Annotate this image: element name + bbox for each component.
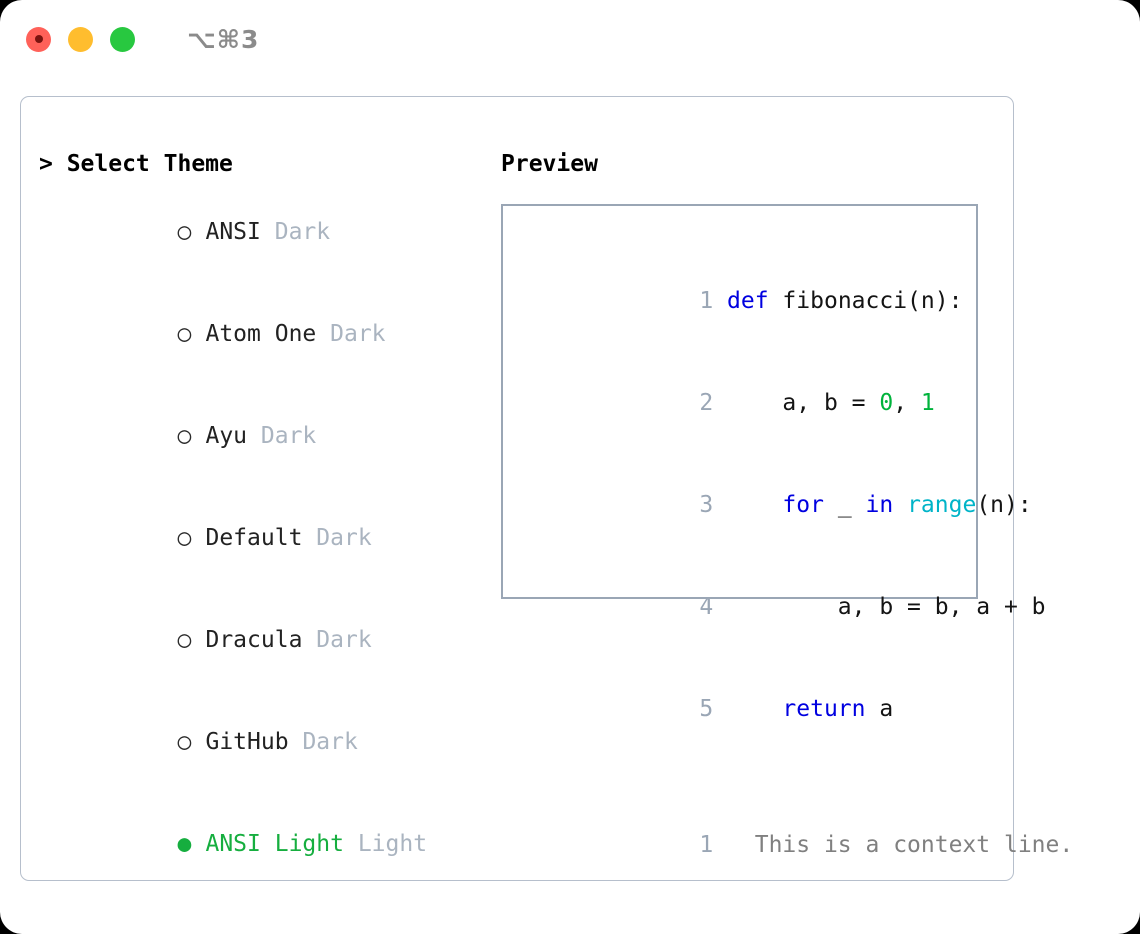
theme-name: Ayu	[205, 423, 248, 449]
code-line: 5 return a	[521, 658, 976, 760]
theme-name: Dracula	[205, 627, 303, 653]
theme-name: GitHub	[205, 729, 289, 755]
code-token: (n):	[976, 492, 1032, 518]
code-line: 1 def fibonacci(n):	[521, 250, 976, 352]
theme-variant: Dark	[316, 525, 372, 551]
keyboard-shortcut-label: ⌥⌘3	[187, 24, 260, 54]
theme-name: ANSI	[205, 219, 261, 245]
theme-variant: Dark	[316, 627, 372, 653]
preview-divider-space	[521, 760, 976, 794]
theme-item[interactable]: ○ Default Dark	[39, 487, 489, 589]
radio-off-icon: ○	[177, 525, 192, 551]
close-button[interactable]	[26, 26, 51, 52]
code-token: fibonacci(n):	[768, 288, 963, 314]
theme-selection-column: > Select Theme ○ ANSI Dark ○ Atom One Dark…	[39, 147, 489, 934]
diff-text: This is a context line.	[754, 832, 1074, 858]
theme-variant: Light	[357, 831, 428, 857]
theme-item[interactable]: ○ Ayu Dark	[39, 385, 489, 487]
code-token: a, b = b, a + b	[713, 594, 1046, 620]
code-token	[713, 492, 782, 518]
code-token: _	[823, 492, 866, 518]
theme-item[interactable]: ○ ANSI Dark	[39, 181, 489, 283]
theme-item[interactable]: ○Ayu Light Light	[39, 895, 489, 934]
line-number: 5	[699, 696, 714, 722]
code-token	[713, 288, 727, 314]
theme-name: ANSI Light	[205, 831, 344, 857]
code-token	[893, 492, 907, 518]
diff-line-deleted: 2 - This line was deleted.	[521, 896, 976, 934]
main-panel: > Select Theme ○ ANSI Dark ○ Atom One Dark…	[20, 96, 1073, 934]
theme-item[interactable]: ○ GitHub Dark	[39, 691, 489, 793]
theme-variant: Dark	[302, 729, 358, 755]
code-token: a	[865, 696, 894, 722]
line-number: 1	[699, 832, 714, 858]
radio-off-icon: ○	[177, 627, 192, 653]
theme-name: Atom One	[205, 321, 317, 347]
preview-heading: Preview	[501, 151, 598, 177]
code-line: 2 a, b = 0, 1	[521, 352, 976, 454]
theme-item[interactable]: ○ Atom One Dark	[39, 283, 489, 385]
radio-off-icon: ○	[177, 219, 192, 245]
radio-off-icon: ○	[177, 929, 205, 934]
code-token: a, b =	[713, 390, 880, 416]
title-bar: ⌥⌘3	[0, 0, 1140, 78]
line-number: 2	[699, 390, 714, 416]
radio-off-icon: ○	[177, 729, 192, 755]
code-token	[713, 696, 782, 722]
line-number: 4	[699, 594, 714, 620]
code-token-keyword: return	[782, 696, 866, 722]
line-number: 1	[699, 288, 714, 314]
theme-item-selected[interactable]: ● ANSI Light Light	[39, 793, 489, 895]
select-theme-heading: > Select Theme	[39, 151, 233, 177]
maximize-button[interactable]	[110, 26, 135, 52]
minimize-button[interactable]	[68, 26, 93, 52]
theme-item[interactable]: ○ Dracula Dark	[39, 589, 489, 691]
diff-line-context: 1 This is a context line.	[521, 794, 1073, 896]
code-line: 3 for _ in range(n):	[521, 454, 1031, 556]
line-number: 2	[687, 930, 713, 934]
window-controls	[26, 26, 135, 52]
code-token-keyword: in	[865, 492, 894, 518]
radio-off-icon: ○	[177, 321, 192, 347]
radio-off-icon: ○	[177, 423, 192, 449]
theme-name: Default	[205, 525, 303, 551]
theme-variant: Dark	[274, 219, 331, 245]
code-token: ,	[893, 390, 921, 416]
theme-variant: Dark	[260, 423, 317, 449]
preview-box: 1 def fibonacci(n): 2 a, b = 0, 1 3 for …	[501, 204, 1073, 858]
code-token-keyword: def	[727, 288, 769, 314]
code-token-function: range	[907, 492, 977, 518]
preview-column: Preview 1 def fibonacci(n): 2 a, b = 0, …	[501, 147, 1073, 858]
code-token-number: 0	[879, 390, 894, 416]
radio-on-icon: ●	[177, 831, 192, 857]
code-token-keyword: for	[782, 492, 824, 518]
code-token-number: 1	[920, 390, 935, 416]
theme-variant: Dark	[330, 321, 386, 347]
line-number: 3	[699, 492, 714, 518]
panel-columns: > Select Theme ○ ANSI Dark ○ Atom One Dark…	[21, 97, 1073, 934]
diff-marker	[713, 832, 755, 858]
code-line: 4 a, b = b, a + b	[521, 556, 1045, 658]
